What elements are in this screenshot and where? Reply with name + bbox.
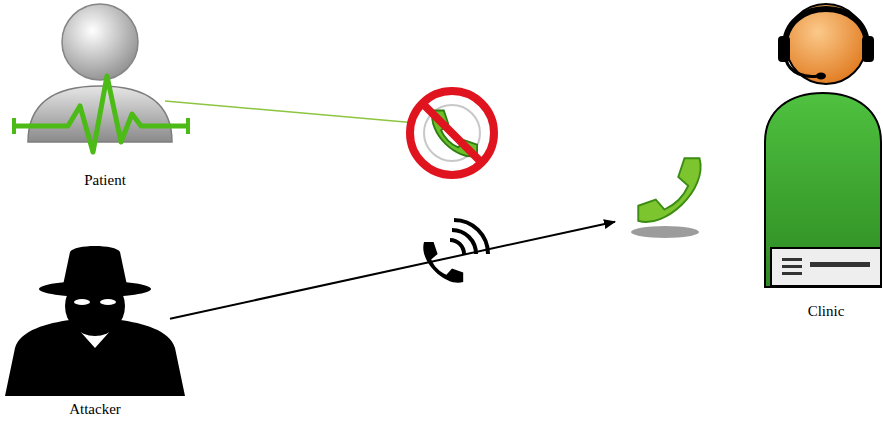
call-arrow [170,222,615,319]
actor-node: Attacker [20,245,170,425]
patient-icon [14,4,188,152]
actor-label: Patient [55,171,155,190]
actor-label: Clinic [776,302,876,321]
patient-link-line [165,101,428,124]
attacker-icon [5,246,185,396]
actor-node: Clinic [615,60,883,325]
calling-phone-icon [423,220,488,283]
blocked-phone-icon [410,91,494,175]
actor-label: Attacker [45,400,145,419]
actor-node: Patient [15,0,195,192]
clinic-icon [765,4,881,287]
clinic-phone-icon [631,158,701,238]
